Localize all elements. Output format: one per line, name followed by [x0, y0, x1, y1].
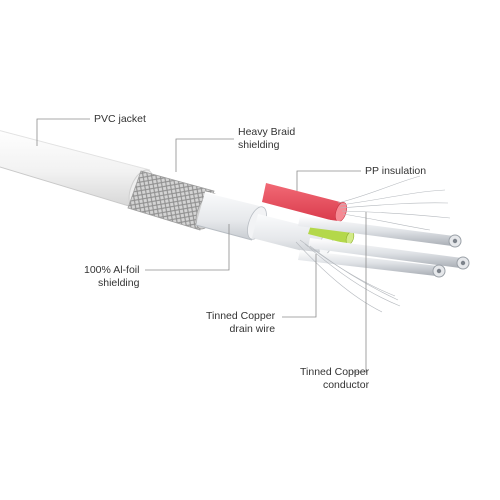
- conductor-upper-shape: [298, 216, 462, 248]
- pvc-jacket-label: PVC jacket: [94, 113, 146, 125]
- heavy-braid-label: Heavy Braid shielding: [238, 126, 296, 151]
- pp-insulation-red-shape: [262, 183, 347, 222]
- pp-insulation-label: PP insulation: [365, 165, 427, 177]
- conductor-middle-shape: [308, 238, 470, 270]
- conductor-label: Tinned Copper conductor: [300, 366, 370, 391]
- al-foil-label: 100% Al-foil shielding: [84, 264, 140, 289]
- fine-strands: [295, 175, 451, 313]
- leader-lines: [36, 118, 367, 373]
- conductor-lower-shape: [298, 250, 446, 278]
- drain-wire-label: Tinned Copper drain wire: [206, 310, 276, 335]
